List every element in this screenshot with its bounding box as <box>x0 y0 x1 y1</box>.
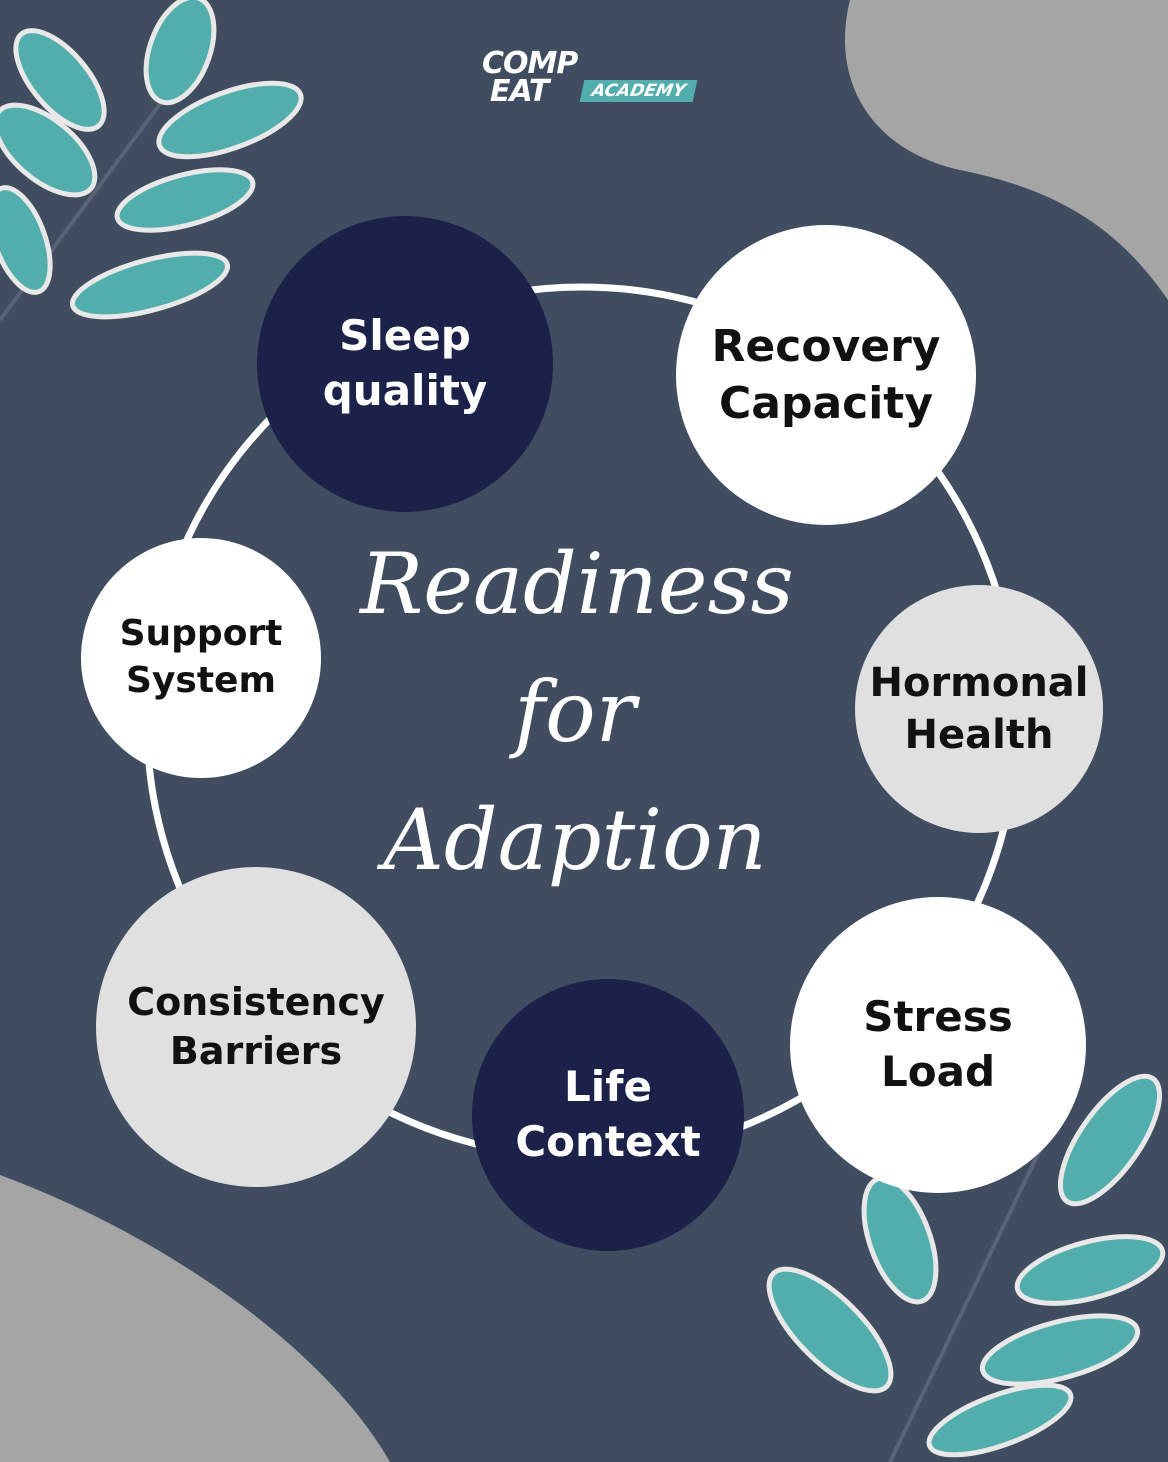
node-hormonal-health: Hormonal Health <box>855 585 1103 833</box>
node-label: Hormonal Health <box>869 660 1089 758</box>
diagram-title: Readiness for Adaption <box>360 520 794 904</box>
comp-eat-academy-logo: COMP EAT ACADEMY <box>482 46 698 109</box>
leaves-bottom-right-icon <box>766 1073 1166 1462</box>
node-recovery-capacity: Recovery Capacity <box>676 225 976 525</box>
node-support-system: Support System <box>81 538 321 778</box>
node-sleep-quality: Sleep quality <box>257 216 553 512</box>
node-life-context: Life Context <box>472 979 744 1251</box>
logo-line-2: EAT <box>490 74 549 109</box>
node-label: Support System <box>119 613 283 701</box>
logo-tag: ACADEMY <box>579 80 698 102</box>
grey-blob-bottom-left <box>0 1175 390 1462</box>
node-label: Life Context <box>515 1062 701 1166</box>
logo-line-1: COMP <box>482 46 578 81</box>
node-consistency-barriers: Consistency Barriers <box>96 867 416 1187</box>
node-label: Recovery Capacity <box>711 320 941 429</box>
node-stress-load: Stress Load <box>790 897 1086 1193</box>
leaves-top-left-icon <box>0 0 304 322</box>
title-line-1: Readiness <box>360 535 794 633</box>
title-line-2: for <box>514 663 636 761</box>
node-label: Stress Load <box>863 992 1013 1096</box>
node-label: Sleep quality <box>322 311 488 415</box>
node-label: Consistency Barriers <box>127 979 385 1073</box>
grey-blob-top-right <box>844 0 1168 300</box>
title-line-3: Adaption <box>383 791 767 889</box>
